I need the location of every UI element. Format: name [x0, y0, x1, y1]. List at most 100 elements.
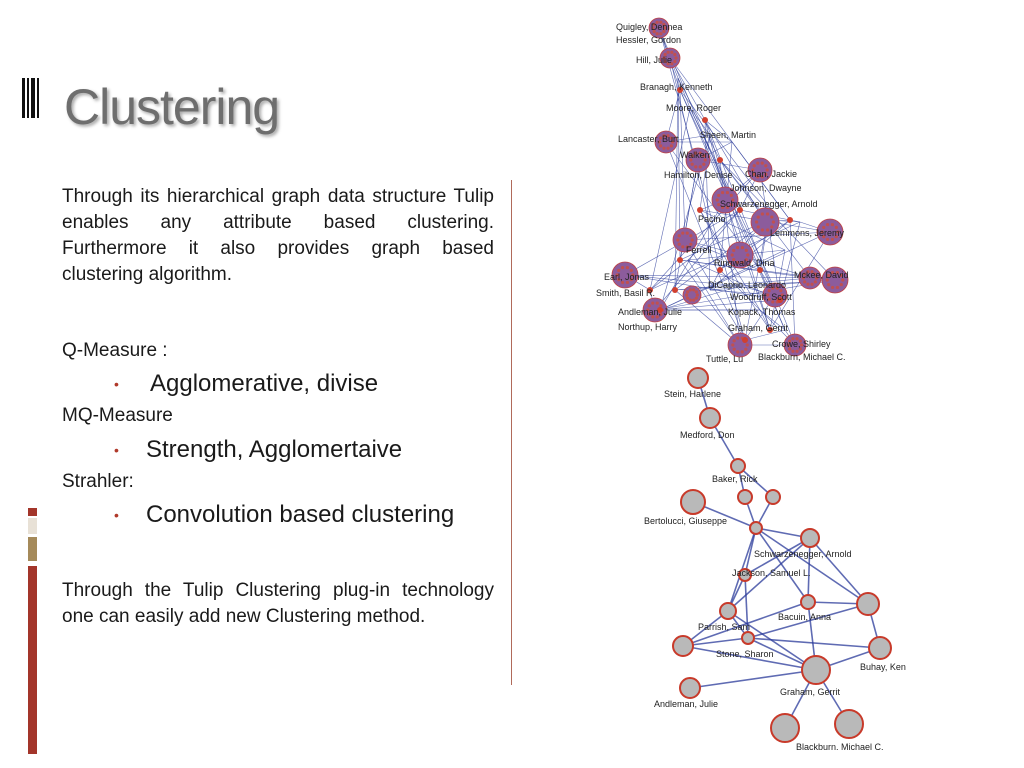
- cluster-node: [816, 218, 844, 246]
- graph-node-label: Chan, Jackie: [745, 169, 797, 179]
- bullet-item: •Convolution based clustering: [62, 502, 494, 528]
- cluster-sub-node: [647, 312, 651, 316]
- bullet-text: Agglomerative, divise: [150, 370, 379, 397]
- cluster-sub-node: [744, 257, 748, 262]
- graph-node-label: Mckee, David: [794, 270, 849, 280]
- cluster-sub-node: [698, 151, 702, 155]
- graph-node: [737, 489, 753, 505]
- graph-node-label: Kopack, Thomas: [728, 307, 796, 317]
- cluster-sub-node: [760, 161, 764, 165]
- cluster-sub-node: [694, 151, 698, 155]
- cluster-sub-node: [765, 212, 770, 216]
- intro-paragraph: Through its hierarchical graph data stru…: [62, 186, 494, 285]
- graph-node-label: Medford, Don: [680, 430, 735, 440]
- graph-node-label: Hill, Julie: [636, 55, 672, 65]
- graph-node-label: Sheen, Martin: [700, 130, 756, 140]
- graph-node-label: Moore, Roger: [666, 103, 721, 113]
- graph-node: [834, 709, 864, 739]
- cluster-sub-node: [835, 285, 840, 290]
- content-column: Through its hierarchical graph data stru…: [62, 184, 494, 630]
- hub-node: [672, 287, 678, 293]
- cluster-sub-node: [779, 289, 783, 293]
- graph-node-label: Ringwald, Dina: [714, 258, 775, 268]
- cluster-sub-node: [813, 280, 817, 284]
- graph-node-label: Bertolucci, Giuseppe: [644, 516, 727, 526]
- graph-edge: [699, 134, 711, 211]
- graph-edge: [755, 527, 869, 605]
- cluster-sub-node: [795, 349, 799, 353]
- cluster-sub-node: [764, 164, 768, 168]
- graph-edge: [699, 209, 786, 251]
- cluster-sub-node: [756, 215, 760, 219]
- cluster-sub-node: [839, 273, 843, 277]
- vertical-divider: [511, 180, 512, 685]
- cluster-sub-node: [670, 62, 674, 66]
- cluster-sub-node: [677, 234, 681, 238]
- graph-edge: [809, 537, 869, 605]
- cluster-node: [642, 297, 668, 323]
- cluster-sub-node: [669, 136, 673, 140]
- cluster-sub-node: [695, 293, 699, 297]
- hub-node: [677, 257, 683, 263]
- cluster-node: [685, 147, 711, 173]
- bullet-text: Strength, Agglomertaive: [146, 436, 403, 463]
- cluster-sub-node: [765, 168, 769, 172]
- cluster-sub-node: [689, 234, 693, 238]
- cluster-sub-node: [770, 225, 774, 229]
- cluster-sub-node: [732, 347, 736, 351]
- cluster-sub-node: [681, 231, 685, 235]
- cluster-sub-node: [688, 288, 692, 292]
- cluster-sub-node: [677, 242, 681, 246]
- graph-edge: [704, 119, 766, 223]
- cluster-sub-node: [830, 285, 835, 290]
- cluster-sub-node: [760, 228, 765, 232]
- graph-node: [679, 677, 701, 699]
- cluster-sub-node: [835, 270, 839, 275]
- cluster-sub-node: [669, 144, 673, 148]
- cluster-sub-node: [690, 238, 694, 242]
- cluster-sub-node: [806, 270, 810, 274]
- cluster-sub-node: [795, 337, 799, 341]
- graph-node-label: Johnson, Dwayne: [730, 183, 802, 193]
- cluster-sub-node: [803, 272, 807, 276]
- graph-edge: [699, 209, 741, 287]
- graph-node: [741, 631, 755, 645]
- cluster-sub-node: [764, 172, 768, 176]
- graph-edge: [689, 669, 817, 689]
- cluster-sub-node: [830, 237, 835, 242]
- cluster-sub-node: [662, 29, 666, 34]
- graph-edge: [677, 77, 721, 161]
- cluster-sub-node: [646, 308, 650, 312]
- cluster-sub-node: [725, 205, 730, 210]
- cluster-sub-node: [820, 230, 824, 234]
- graph-edge: [759, 309, 771, 331]
- cluster-sub-node: [766, 228, 770, 232]
- cluster-sub-node: [806, 282, 810, 286]
- cluster-sub-node: [652, 29, 656, 34]
- cluster-sub-node: [659, 136, 663, 140]
- cluster-sub-node: [692, 288, 696, 292]
- cluster-sub-node: [732, 257, 736, 262]
- cluster-sub-node: [745, 343, 749, 347]
- cluster-sub-node: [732, 339, 736, 343]
- cluster-sub-node: [674, 56, 678, 60]
- cluster-sub-node: [771, 300, 775, 304]
- graph-edge: [747, 637, 881, 649]
- cluster-sub-node: [702, 154, 706, 158]
- graph-edge: [679, 89, 686, 241]
- cluster-sub-node: [770, 215, 774, 219]
- cluster-sub-node: [662, 56, 666, 60]
- cluster-sub-node: [666, 146, 670, 150]
- cluster-sub-node: [659, 20, 663, 24]
- hub-node: [717, 267, 723, 273]
- graph-node-label: Crowe, Shirley: [772, 339, 831, 349]
- graph-edge: [759, 309, 786, 331]
- cluster-sub-node: [801, 276, 805, 280]
- bullet-item: •Strength, Agglomertaive: [62, 437, 494, 463]
- cluster-sub-node: [771, 286, 775, 290]
- graph-edge: [744, 537, 811, 576]
- cluster-sub-node: [662, 134, 666, 138]
- cluster-sub-node: [703, 158, 707, 162]
- cluster-sub-node: [740, 245, 744, 250]
